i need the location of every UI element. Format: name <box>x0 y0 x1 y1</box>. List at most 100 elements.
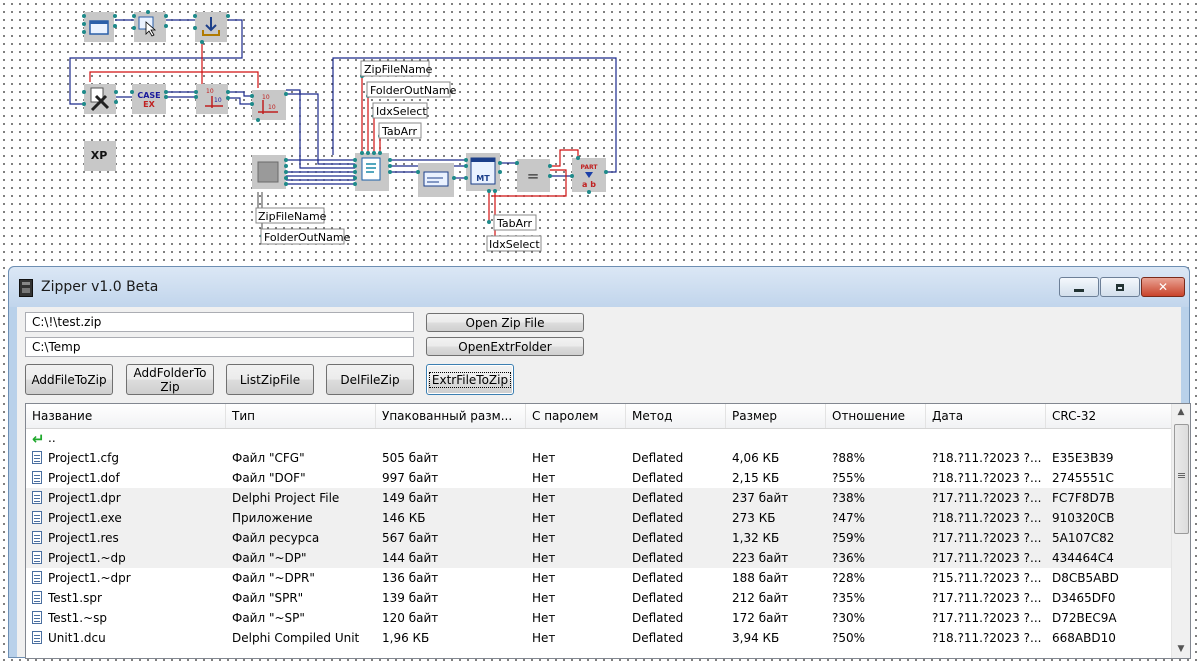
node-panel[interactable] <box>252 155 286 189</box>
folder-path-input[interactable]: C:\Temp <box>25 337 414 357</box>
node-xp[interactable]: XP <box>84 141 116 171</box>
node-part[interactable]: PART a b <box>572 158 606 192</box>
column-header-packed-size[interactable]: Упакованный разм... <box>376 404 526 428</box>
list-zip-file-button[interactable]: ListZipFile <box>226 364 314 395</box>
cell-size: 212 байт <box>732 591 789 605</box>
node-zip[interactable] <box>355 153 389 191</box>
cell-size: 172 байт <box>732 611 789 625</box>
file-icon <box>32 611 42 624</box>
minimize-button[interactable] <box>1059 277 1099 297</box>
column-header-date[interactable]: Дата <box>926 404 1046 428</box>
eq-text: = <box>527 167 540 185</box>
cell-packed-size: 144 байт <box>382 551 439 565</box>
cell-size: 223 байт <box>732 551 789 565</box>
cell-name: Test1.~sp <box>48 611 108 625</box>
cell-ratio: ?30% <box>832 611 866 625</box>
part-text: PART <box>581 164 599 171</box>
list-header: Название Тип Упакованный разм... С парол… <box>26 404 1174 429</box>
cell-type: Delphi Project File <box>232 491 340 505</box>
column-header-ratio[interactable]: Отношение <box>826 404 926 428</box>
cell-name: Project1.~dp <box>48 551 126 565</box>
node-tools[interactable] <box>84 84 116 114</box>
file-icon <box>32 451 42 464</box>
cell-method: Deflated <box>632 551 684 565</box>
node-download[interactable] <box>195 12 227 42</box>
cell-ratio: ?47% <box>832 511 866 525</box>
scroll-up-icon[interactable]: ▲ <box>1177 407 1185 417</box>
node-case[interactable]: CASE EX <box>132 84 166 114</box>
column-header-password[interactable]: С паролем <box>526 404 626 428</box>
extr-file-to-zip-button[interactable]: ExtrFileToZip <box>426 364 514 395</box>
cell-type: Файл "~SP" <box>232 611 305 625</box>
label-idxselect-bottom: IdxSelect <box>489 238 540 251</box>
cell-method: Deflated <box>632 451 684 465</box>
cell-name: Project1.dof <box>48 471 120 485</box>
zip-path-input[interactable]: C:\!\test.zip <box>25 312 414 332</box>
cell-name: Project1.dpr <box>48 491 121 505</box>
cell-size: 4,06 КБ <box>732 451 780 465</box>
cell-type: Файл "CFG" <box>232 451 305 465</box>
cell-crc32: D72BEC9A <box>1052 611 1117 625</box>
mt-text: MT <box>476 174 490 183</box>
vertical-scrollbar[interactable]: ▲ ▼ <box>1171 404 1190 658</box>
title-bar[interactable]: Zipper v1.0 Beta ✕ <box>9 267 1189 307</box>
column-header-type[interactable]: Тип <box>226 404 376 428</box>
column-header-size[interactable]: Размер <box>726 404 826 428</box>
node-index-1[interactable]: 10 10 <box>196 84 228 114</box>
window-title: Zipper v1.0 Beta <box>41 279 159 295</box>
label-tabarr-bottom: TabArr <box>496 217 532 230</box>
file-list[interactable]: Название Тип Упакованный разм... С парол… <box>25 403 1191 659</box>
node-form-cursor[interactable] <box>134 12 166 42</box>
cell-crc32: D8CB5ABD <box>1052 571 1119 585</box>
cell-packed-size: 997 байт <box>382 471 439 485</box>
column-header-name[interactable]: Название <box>26 404 226 428</box>
label-idxselect-top: IdxSelect <box>376 105 427 118</box>
scroll-thumb[interactable] <box>1174 424 1189 534</box>
cell-password: Нет <box>532 631 556 645</box>
node-equals[interactable]: = <box>517 159 550 192</box>
cell-type: Приложение <box>232 511 313 525</box>
maximize-button[interactable] <box>1100 277 1140 297</box>
cell-ratio: ?28% <box>832 571 866 585</box>
cell-crc32: FC7F8D7B <box>1052 491 1115 505</box>
cell-ratio: ?35% <box>832 591 866 605</box>
ab-text: a b <box>582 180 596 189</box>
add-file-to-zip-button[interactable]: AddFileToZip <box>25 364 113 395</box>
cell-packed-size: 505 байт <box>382 451 439 465</box>
node-window[interactable] <box>84 12 114 42</box>
cell-type: Файл "SPR" <box>232 591 304 605</box>
cell-size: 273 КБ <box>732 511 776 525</box>
cell-packed-size: 149 байт <box>382 491 439 505</box>
close-button[interactable]: ✕ <box>1141 277 1185 297</box>
up-folder-icon: ↵ <box>32 430 45 448</box>
parent-folder-row[interactable]: ↵ .. <box>26 428 1172 448</box>
cell-crc32: 434464C4 <box>1052 551 1114 565</box>
cell-crc32: 2745551C <box>1052 471 1114 485</box>
column-header-crc32[interactable]: CRC-32 <box>1046 404 1174 428</box>
node-mt[interactable]: MT <box>466 153 500 191</box>
scroll-down-icon[interactable]: ▼ <box>1177 644 1185 654</box>
add-folder-to-zip-button[interactable]: AddFolderTo Zip <box>126 364 214 395</box>
node-index-2[interactable]: 10 10 <box>252 90 286 120</box>
open-zip-file-button[interactable]: Open Zip File <box>426 313 584 332</box>
node-list[interactable] <box>418 163 454 197</box>
cell-date: ?15.?11.?2023 ?... <box>932 571 1042 585</box>
parent-folder-label: .. <box>48 431 56 445</box>
open-extr-folder-button[interactable]: OpenExtrFolder <box>426 337 584 356</box>
del-file-zip-button[interactable]: DelFileZip <box>326 364 414 395</box>
column-header-method[interactable]: Метод <box>626 404 726 428</box>
cell-ratio: ?38% <box>832 491 866 505</box>
cell-method: Deflated <box>632 471 684 485</box>
cell-method: Deflated <box>632 631 684 645</box>
file-icon <box>32 471 42 484</box>
